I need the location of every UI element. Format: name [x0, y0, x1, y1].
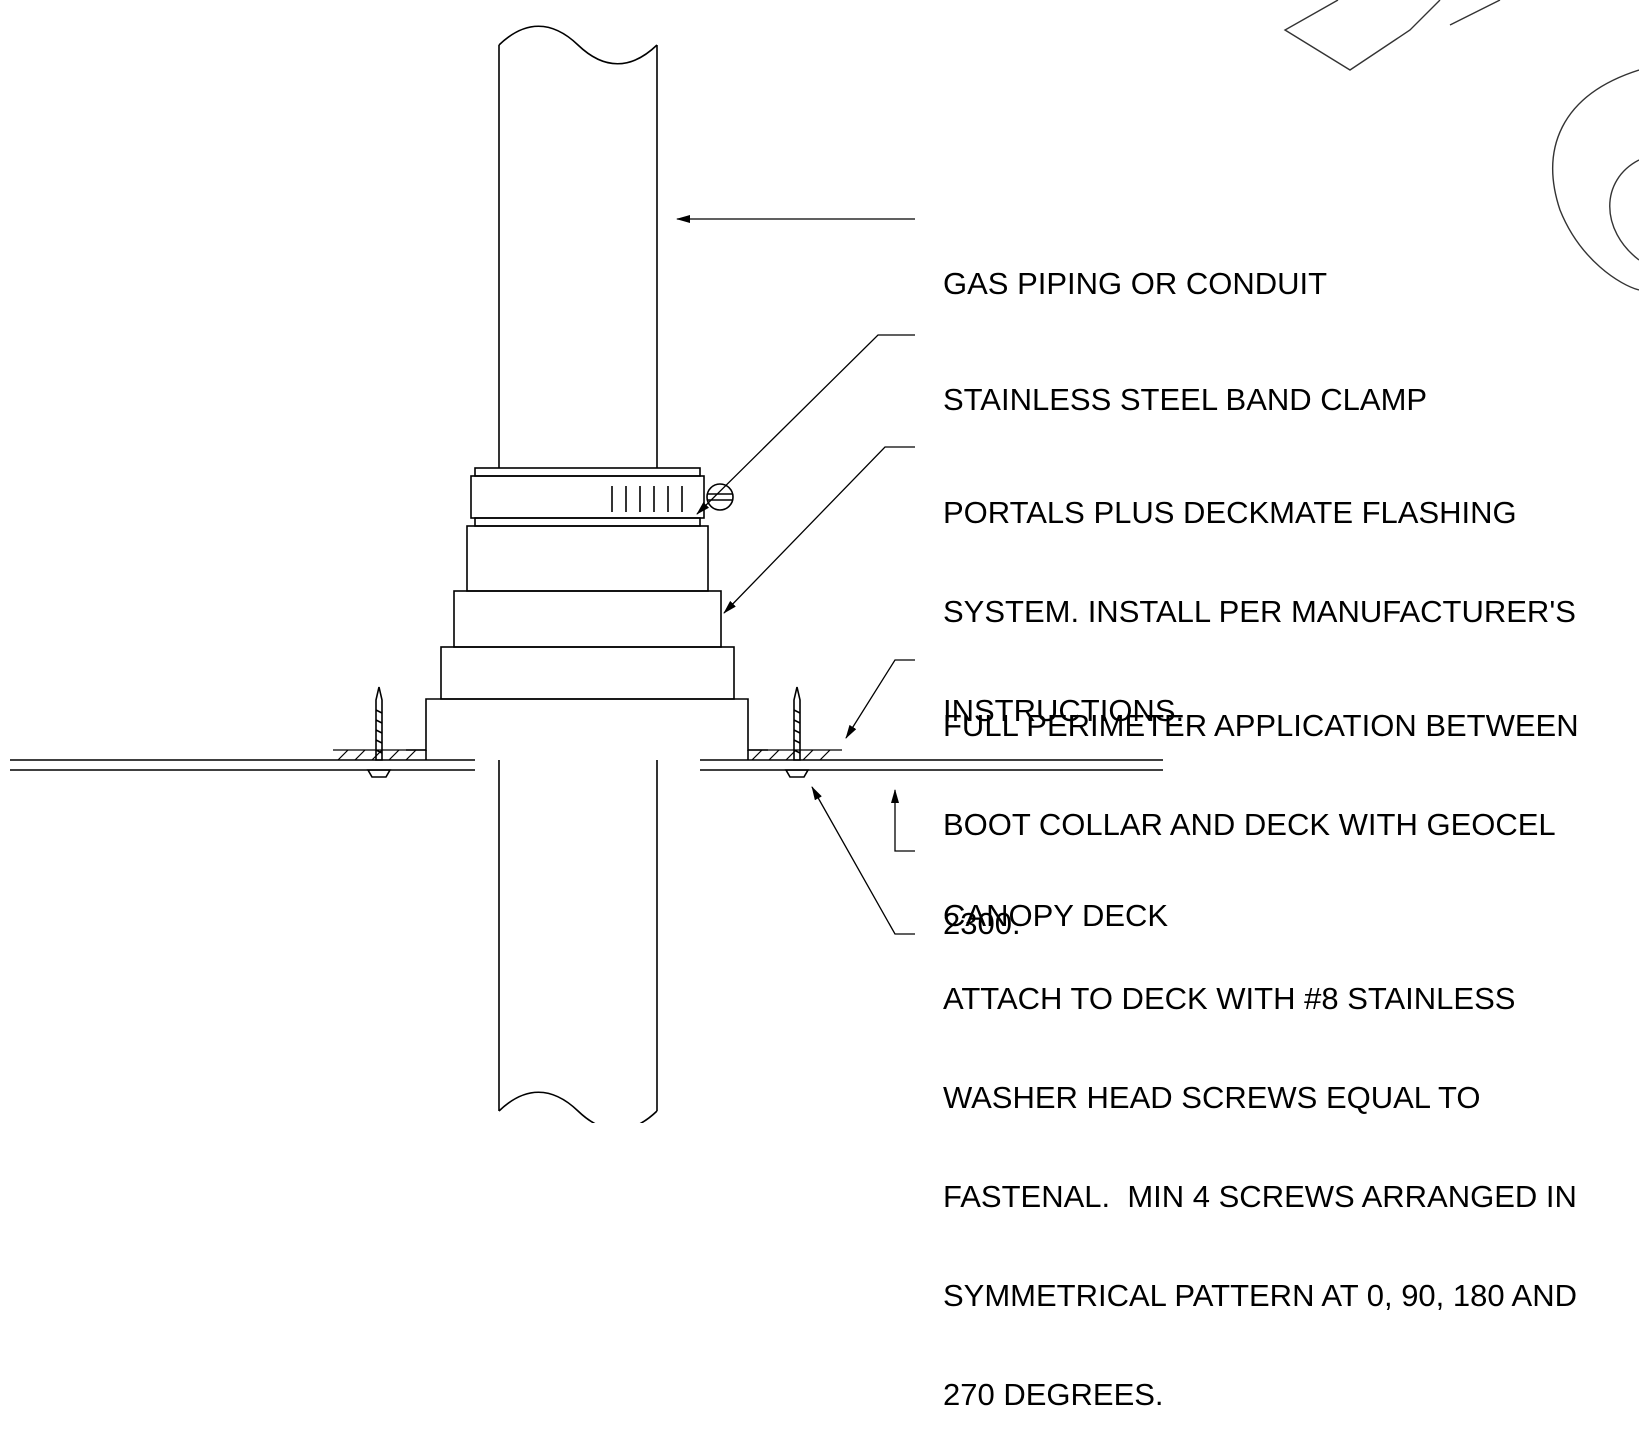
screw-left: [366, 686, 392, 778]
callout-canopy-deck-line: CANOPY DECK: [943, 898, 1169, 933]
flashing-detail-drawing: [10, 0, 1639, 1123]
callout-flashing-line-3: INSTRUCTIONS.: [943, 693, 1185, 728]
leader-screws: [811, 786, 915, 935]
leader-band-clamp: [696, 334, 915, 515]
leader-canopy-deck: [891, 789, 915, 852]
sealant-bead-right: [748, 749, 842, 761]
watermark-logo: [1283, 0, 1639, 291]
leader-lines: [676, 215, 915, 935]
callout-sealant-line-3: 2300.: [943, 906, 1021, 941]
screw-right: [784, 686, 810, 778]
leader-sealant: [845, 659, 915, 739]
callout-screws-line-2: WASHER HEAD SCREWS EQUAL TO: [943, 1080, 1481, 1115]
callout-band-clamp-line: STAINLESS STEEL BAND CLAMP: [943, 382, 1428, 417]
callout-gas-piping: GAS PIPING OR CONDUIT: [943, 201, 1327, 333]
callout-screws-line-5: 270 DEGREES.: [943, 1377, 1164, 1412]
callout-sealant-line-1: FULL PERIMETER APPLICATION BETWEEN: [943, 708, 1579, 743]
callout-gas-piping-line: GAS PIPING OR CONDUIT: [943, 266, 1328, 301]
clamp-screw: [706, 483, 734, 511]
canopy-deck: [10, 750, 1163, 771]
callout-flashing: PORTALS PLUS DECKMATE FLASHING SYSTEM. I…: [943, 430, 1576, 760]
callout-canopy-deck: CANOPY DECK: [943, 833, 1168, 965]
callout-band-clamp: STAINLESS STEEL BAND CLAMP: [943, 317, 1427, 449]
callout-flashing-line-2: SYSTEM. INSTALL PER MANUFACTURER'S: [943, 594, 1576, 629]
callout-screws: ATTACH TO DECK WITH #8 STAINLESS WASHER …: [943, 916, 1577, 1444]
callout-sealant-line-2: BOOT COLLAR AND DECK WITH GEOCEL: [943, 807, 1556, 842]
gas-pipe: [498, 25, 658, 1123]
callout-screws-line-1: ATTACH TO DECK WITH #8 STAINLESS: [943, 981, 1516, 1016]
band-clamp: [470, 467, 734, 527]
callout-sealant: FULL PERIMETER APPLICATION BETWEEN BOOT …: [943, 643, 1579, 973]
callout-flashing-line-1: PORTALS PLUS DECKMATE FLASHING: [943, 495, 1517, 530]
pipe-top-break: [498, 25, 658, 65]
leader-flashing: [723, 446, 915, 614]
flashing-boot: [406, 525, 768, 751]
pipe-bottom-break: [498, 1091, 658, 1123]
callout-screws-line-3: FASTENAL. MIN 4 SCREWS ARRANGED IN: [943, 1179, 1577, 1214]
callout-screws-line-4: SYMMETRICAL PATTERN AT 0, 90, 180 AND: [943, 1278, 1577, 1313]
